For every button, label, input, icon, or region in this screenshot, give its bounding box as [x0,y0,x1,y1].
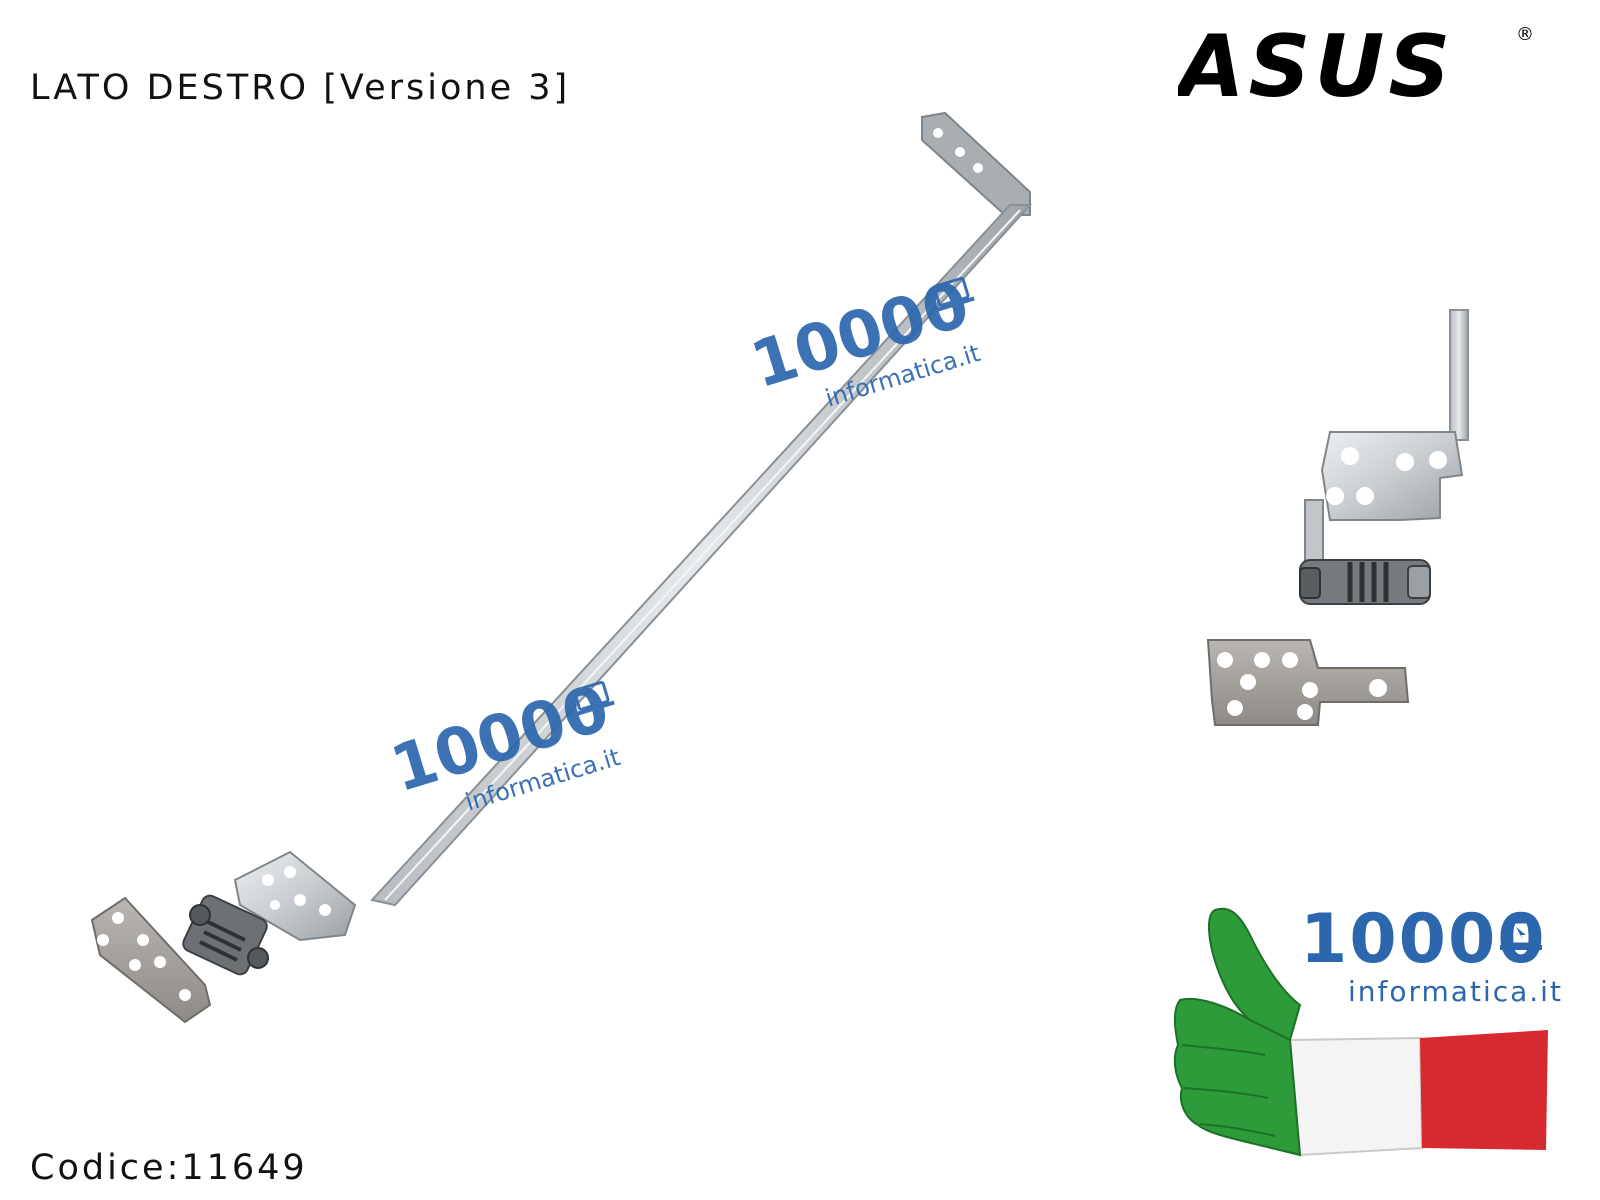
laptop-icon [572,680,615,717]
registered-mark: ® [1516,24,1534,45]
laptop-icon [1500,920,1542,950]
hinge-small [1206,309,1469,726]
badge-number: 10000 [1300,900,1547,979]
hinge-large [90,111,1033,1024]
badge-site: informatica.it [1348,975,1563,1008]
side-label-title: LATO DESTRO [Versione 3] [30,68,571,108]
watermark-lower: 10000 informatica.it [383,671,623,816]
asus-logo-text: ASUS [1178,18,1454,108]
thumbs-up-flag-hand-icon [1173,907,1548,1157]
watermark-upper: 10000 informatica.it [743,267,983,412]
laptop-icon [932,276,975,313]
product-code: Codice:11649 [30,1148,308,1188]
asus-logo: ASUS ® [1178,18,1534,108]
